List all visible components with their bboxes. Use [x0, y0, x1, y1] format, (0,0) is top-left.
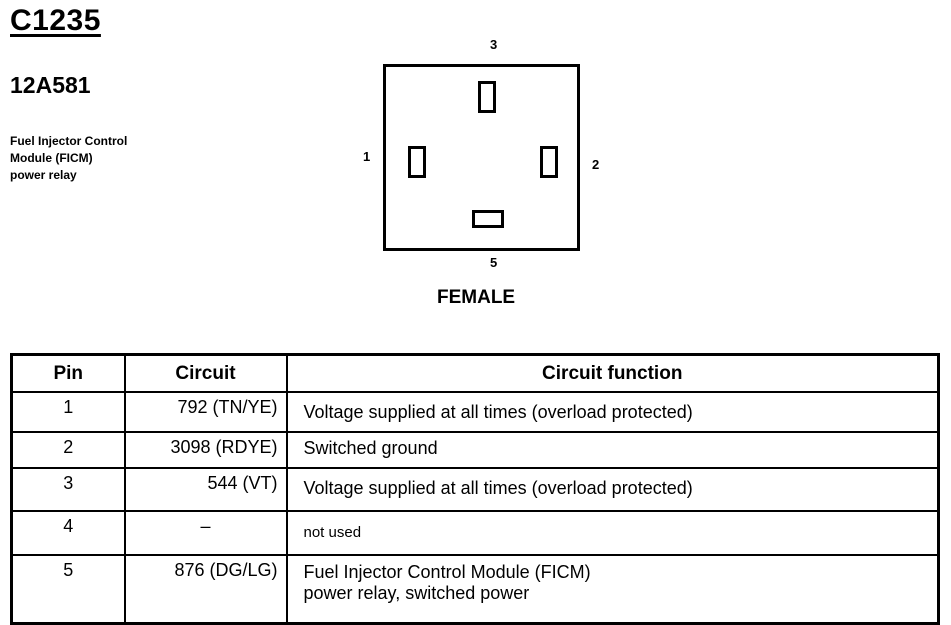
- cell-function: Voltage supplied at all times (overload …: [285, 467, 940, 512]
- cell-function: not used: [285, 510, 940, 556]
- table-row: 1 792 (TN/YE) Voltage supplied at all ti…: [10, 391, 940, 433]
- cell-function: Switched ground: [285, 431, 940, 469]
- terminal-2: [540, 146, 558, 178]
- cell-pin: 4: [10, 510, 126, 556]
- table-row: 4 – not used: [10, 510, 940, 556]
- terminal-1: [408, 146, 426, 178]
- cell-circuit: 876 (DG/LG): [123, 554, 288, 625]
- cell-pin: 1: [10, 391, 126, 433]
- header-circuit: Circuit: [123, 353, 288, 393]
- description-line: Module (FICM): [10, 151, 93, 165]
- terminal-3: [478, 81, 496, 113]
- pin-label-5: 5: [490, 255, 498, 270]
- cell-pin: 5: [10, 554, 126, 625]
- table-row: 3 544 (VT) Voltage supplied at all times…: [10, 467, 940, 512]
- pin-label-1: 1: [363, 149, 371, 164]
- connector-description: Fuel Injector Control Module (FICM) powe…: [10, 133, 210, 184]
- header-pin: Pin: [10, 353, 126, 393]
- cell-circuit: 544 (VT): [123, 467, 288, 512]
- header-circuit-function: Circuit function: [285, 353, 940, 393]
- connector-id: C1235: [10, 4, 101, 37]
- cell-function: Fuel Injector Control Module (FICM) powe…: [285, 554, 940, 625]
- cell-pin: 3: [10, 467, 126, 512]
- cell-circuit: 792 (TN/YE): [123, 391, 288, 433]
- function-line: Fuel Injector Control Module (FICM): [303, 562, 591, 582]
- connector-gender: FEMALE: [437, 287, 516, 308]
- pin-label-3: 3: [490, 37, 498, 52]
- pinout-table: Pin Circuit Circuit function 1 792 (TN/Y…: [10, 353, 940, 625]
- connector-face-diagram: [383, 64, 580, 251]
- terminal-5: [472, 210, 504, 228]
- cell-circuit: –: [123, 510, 288, 556]
- table-row: 5 876 (DG/LG) Fuel Injector Control Modu…: [10, 554, 940, 625]
- function-line: power relay, switched power: [303, 583, 530, 603]
- description-line: power relay: [10, 168, 77, 182]
- part-number: 12A581: [10, 72, 91, 98]
- table-row: 2 3098 (RDYE) Switched ground: [10, 431, 940, 469]
- cell-pin: 2: [10, 431, 126, 469]
- cell-circuit: 3098 (RDYE): [123, 431, 288, 469]
- cell-function: Voltage supplied at all times (overload …: [285, 391, 940, 433]
- description-line: Fuel Injector Control: [10, 134, 128, 148]
- table-header-row: Pin Circuit Circuit function: [10, 353, 940, 393]
- pin-label-2: 2: [592, 157, 600, 172]
